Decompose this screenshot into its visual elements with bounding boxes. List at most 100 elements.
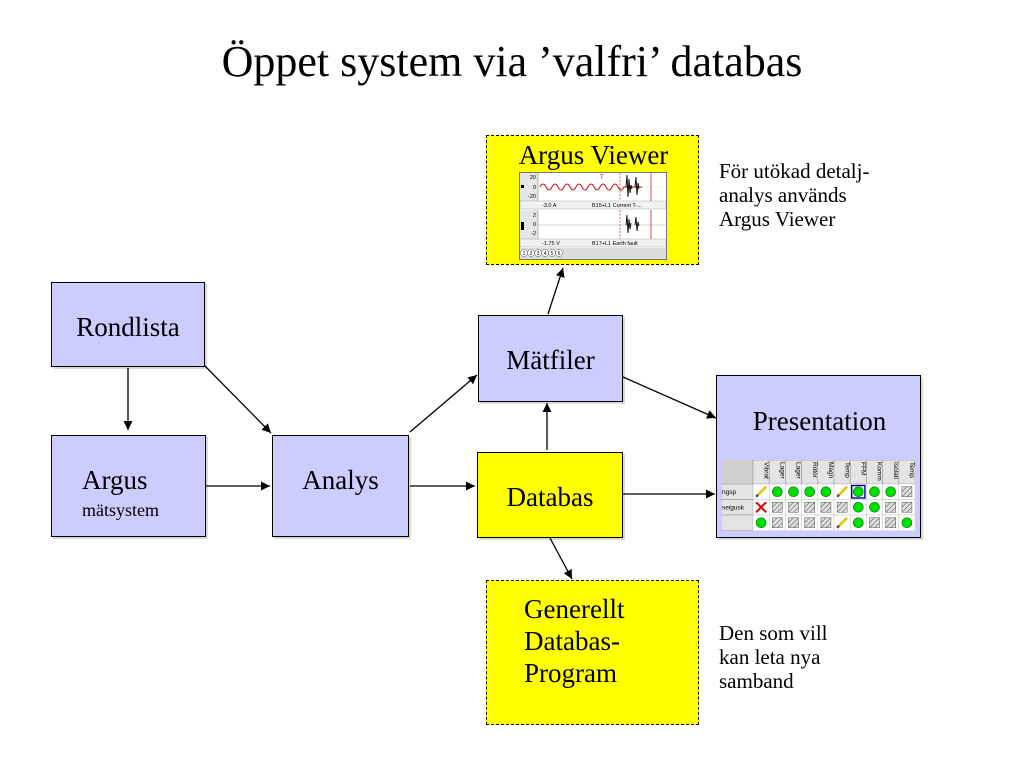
arrow-analys-matfiler: [409, 374, 478, 433]
matfiler-label: Mätfiler: [506, 345, 595, 375]
matrix-cell-pencil: [833, 483, 851, 500]
viewer-tab-2: 2: [530, 251, 533, 257]
matrix-column-header: FFM: [849, 460, 867, 485]
svg-text:Rotor: Rotor: [811, 462, 818, 479]
generellt-line-3: Program: [524, 658, 617, 688]
matrix-column-header: Isolati: [882, 460, 900, 485]
matrix-cell-green: [785, 483, 802, 500]
matrix-cell-green: [849, 514, 867, 531]
svg-text:Magn: Magn: [827, 462, 834, 479]
slide-title: Öppet system via ’valfri’ databas: [221, 37, 803, 86]
generellt-line-1: Generellt: [524, 594, 625, 624]
matrix-row-label: [721, 514, 754, 531]
generellt-program-box: Generellt Databas- Program: [486, 580, 699, 725]
databas-label: Databas: [506, 482, 594, 512]
viewer-tab-6: 6: [558, 251, 561, 257]
matrix-cell-hatch: [801, 514, 818, 531]
svg-text:Isolati: Isolati: [892, 462, 899, 479]
matrix-cell-hatch: [801, 499, 818, 516]
argus-label: Argus: [82, 465, 148, 495]
matrix-column-header: Lager: [768, 460, 786, 485]
rondlista-box: Rondlista: [51, 282, 205, 367]
svg-text:seigusk: seigusk: [722, 505, 745, 512]
argus-sublabel: mätsystem: [82, 500, 159, 520]
viewer-top-readout: -3.0 A: [542, 203, 557, 209]
matrix-cell-green: [752, 514, 770, 531]
analys-label: Analys: [302, 465, 379, 495]
matrix-cell-hatch: [769, 499, 786, 516]
matrix-column-header: Lager: [785, 460, 802, 485]
matrix-column-header: Komm: [866, 460, 883, 485]
matrix-cell-red-x: [752, 499, 770, 516]
viewer-tab-5: 5: [551, 251, 554, 257]
viewer-note-line-2: analys används: [719, 183, 847, 207]
matrix-cell-green: [882, 483, 900, 500]
matfiler-box: Mätfiler: [478, 315, 623, 402]
viewer-note: För utökad detalj- analys används Argus …: [719, 159, 869, 231]
viewer-top-tick-3: -20: [528, 194, 536, 200]
presentation-matrix: Vibrat Lager Lager Rotor Magn Temp FFM Komm Isol…: [721, 460, 915, 531]
matrix-cell-green: [817, 483, 835, 500]
viewer-bottom-readout: -1.75 V: [542, 241, 560, 247]
matrix-cell-green: [866, 499, 883, 516]
matrix-cell-hatch: [817, 499, 835, 516]
arrow-rondlista-analys: [204, 365, 272, 434]
viewer-note-line-1: För utökad detalj-: [719, 159, 870, 183]
program-note: Den som vill kan leta nya samband: [719, 621, 828, 693]
viewer-note-line-3: Argus Viewer: [719, 207, 836, 231]
viewer-bottom-tick-3: -2: [531, 231, 536, 237]
matrix-column-header: Magn: [817, 460, 835, 485]
generellt-line-2: Databas-: [524, 626, 620, 656]
viewer-tab-3: 3: [537, 251, 540, 257]
viewer-bottom-tick-1: 2: [533, 213, 536, 219]
matrix-cell-hatch: [866, 514, 883, 531]
analys-box: Analys: [272, 435, 409, 537]
databas-box: Databas: [477, 452, 623, 538]
matrix-column-header: Temp: [833, 460, 851, 485]
viewer-top-tick-1: 20: [530, 175, 536, 181]
viewer-tab-4: 4: [544, 251, 547, 257]
svg-text:Lager: Lager: [779, 462, 786, 479]
program-note-line-1: Den som vill: [719, 621, 828, 645]
svg-text:FFM: FFM: [860, 462, 867, 475]
matrix-cell-pencil: [752, 483, 770, 500]
viewer-marker-top: T: [600, 175, 604, 181]
svg-text:Temp: Temp: [908, 462, 915, 478]
argus-viewer-thumbnail: 20 0 -20 T -3.0 A B15+L1 Current T-... 2…: [519, 172, 667, 260]
matrix-cell-green: [849, 499, 867, 516]
viewer-top-waveform: [539, 183, 642, 191]
matrix-cell-green: [801, 483, 818, 500]
matrix-column-header: Rotor: [801, 460, 819, 485]
presentation-label: Presentation: [752, 406, 887, 436]
svg-text:ngsp: ngsp: [722, 489, 736, 496]
matrix-cell-green-selected: [849, 483, 867, 500]
matrix-cell-green: [898, 514, 915, 531]
matrix-row-label: ngsp: [721, 483, 754, 500]
svg-text:Vibrat: Vibrat: [762, 462, 769, 479]
arrow-databas-program: [549, 537, 573, 580]
viewer-bottom-tick-2: 0: [533, 222, 536, 228]
matrix-cell-hatch: [882, 499, 900, 516]
svg-text:Komm: Komm: [876, 462, 883, 481]
arrow-matfiler-viewer: [547, 267, 565, 315]
matrix-cell-green: [866, 483, 883, 500]
program-note-line-3: samband: [719, 669, 794, 693]
matrix-cell-green: [769, 483, 786, 500]
viewer-tabs: 1 2 3 4 5 6: [520, 249, 563, 257]
argus-viewer-label: Argus Viewer: [518, 140, 669, 170]
matrix-cell-hatch: [817, 514, 835, 531]
matrix-cell-hatch: [785, 514, 802, 531]
viewer-top-tick-2: 0: [533, 185, 536, 191]
matrix-cell-hatch: [898, 483, 915, 500]
svg-text:Lager: Lager: [795, 462, 802, 479]
matrix-cell-hatch: [882, 514, 900, 531]
matrix-cell-hatch: [833, 499, 851, 516]
viewer-tab-1: 1: [523, 251, 526, 257]
viewer-bottom-channel: B17+L1 Earth fault: [592, 241, 638, 247]
matrix-column-header: Vibrat: [752, 460, 770, 485]
rondlista-label: Rondlista: [76, 312, 180, 342]
svg-text:Temp: Temp: [843, 462, 850, 478]
matrix-cell-pencil: [833, 514, 851, 531]
arrow-matfiler-presentation: [622, 376, 717, 419]
